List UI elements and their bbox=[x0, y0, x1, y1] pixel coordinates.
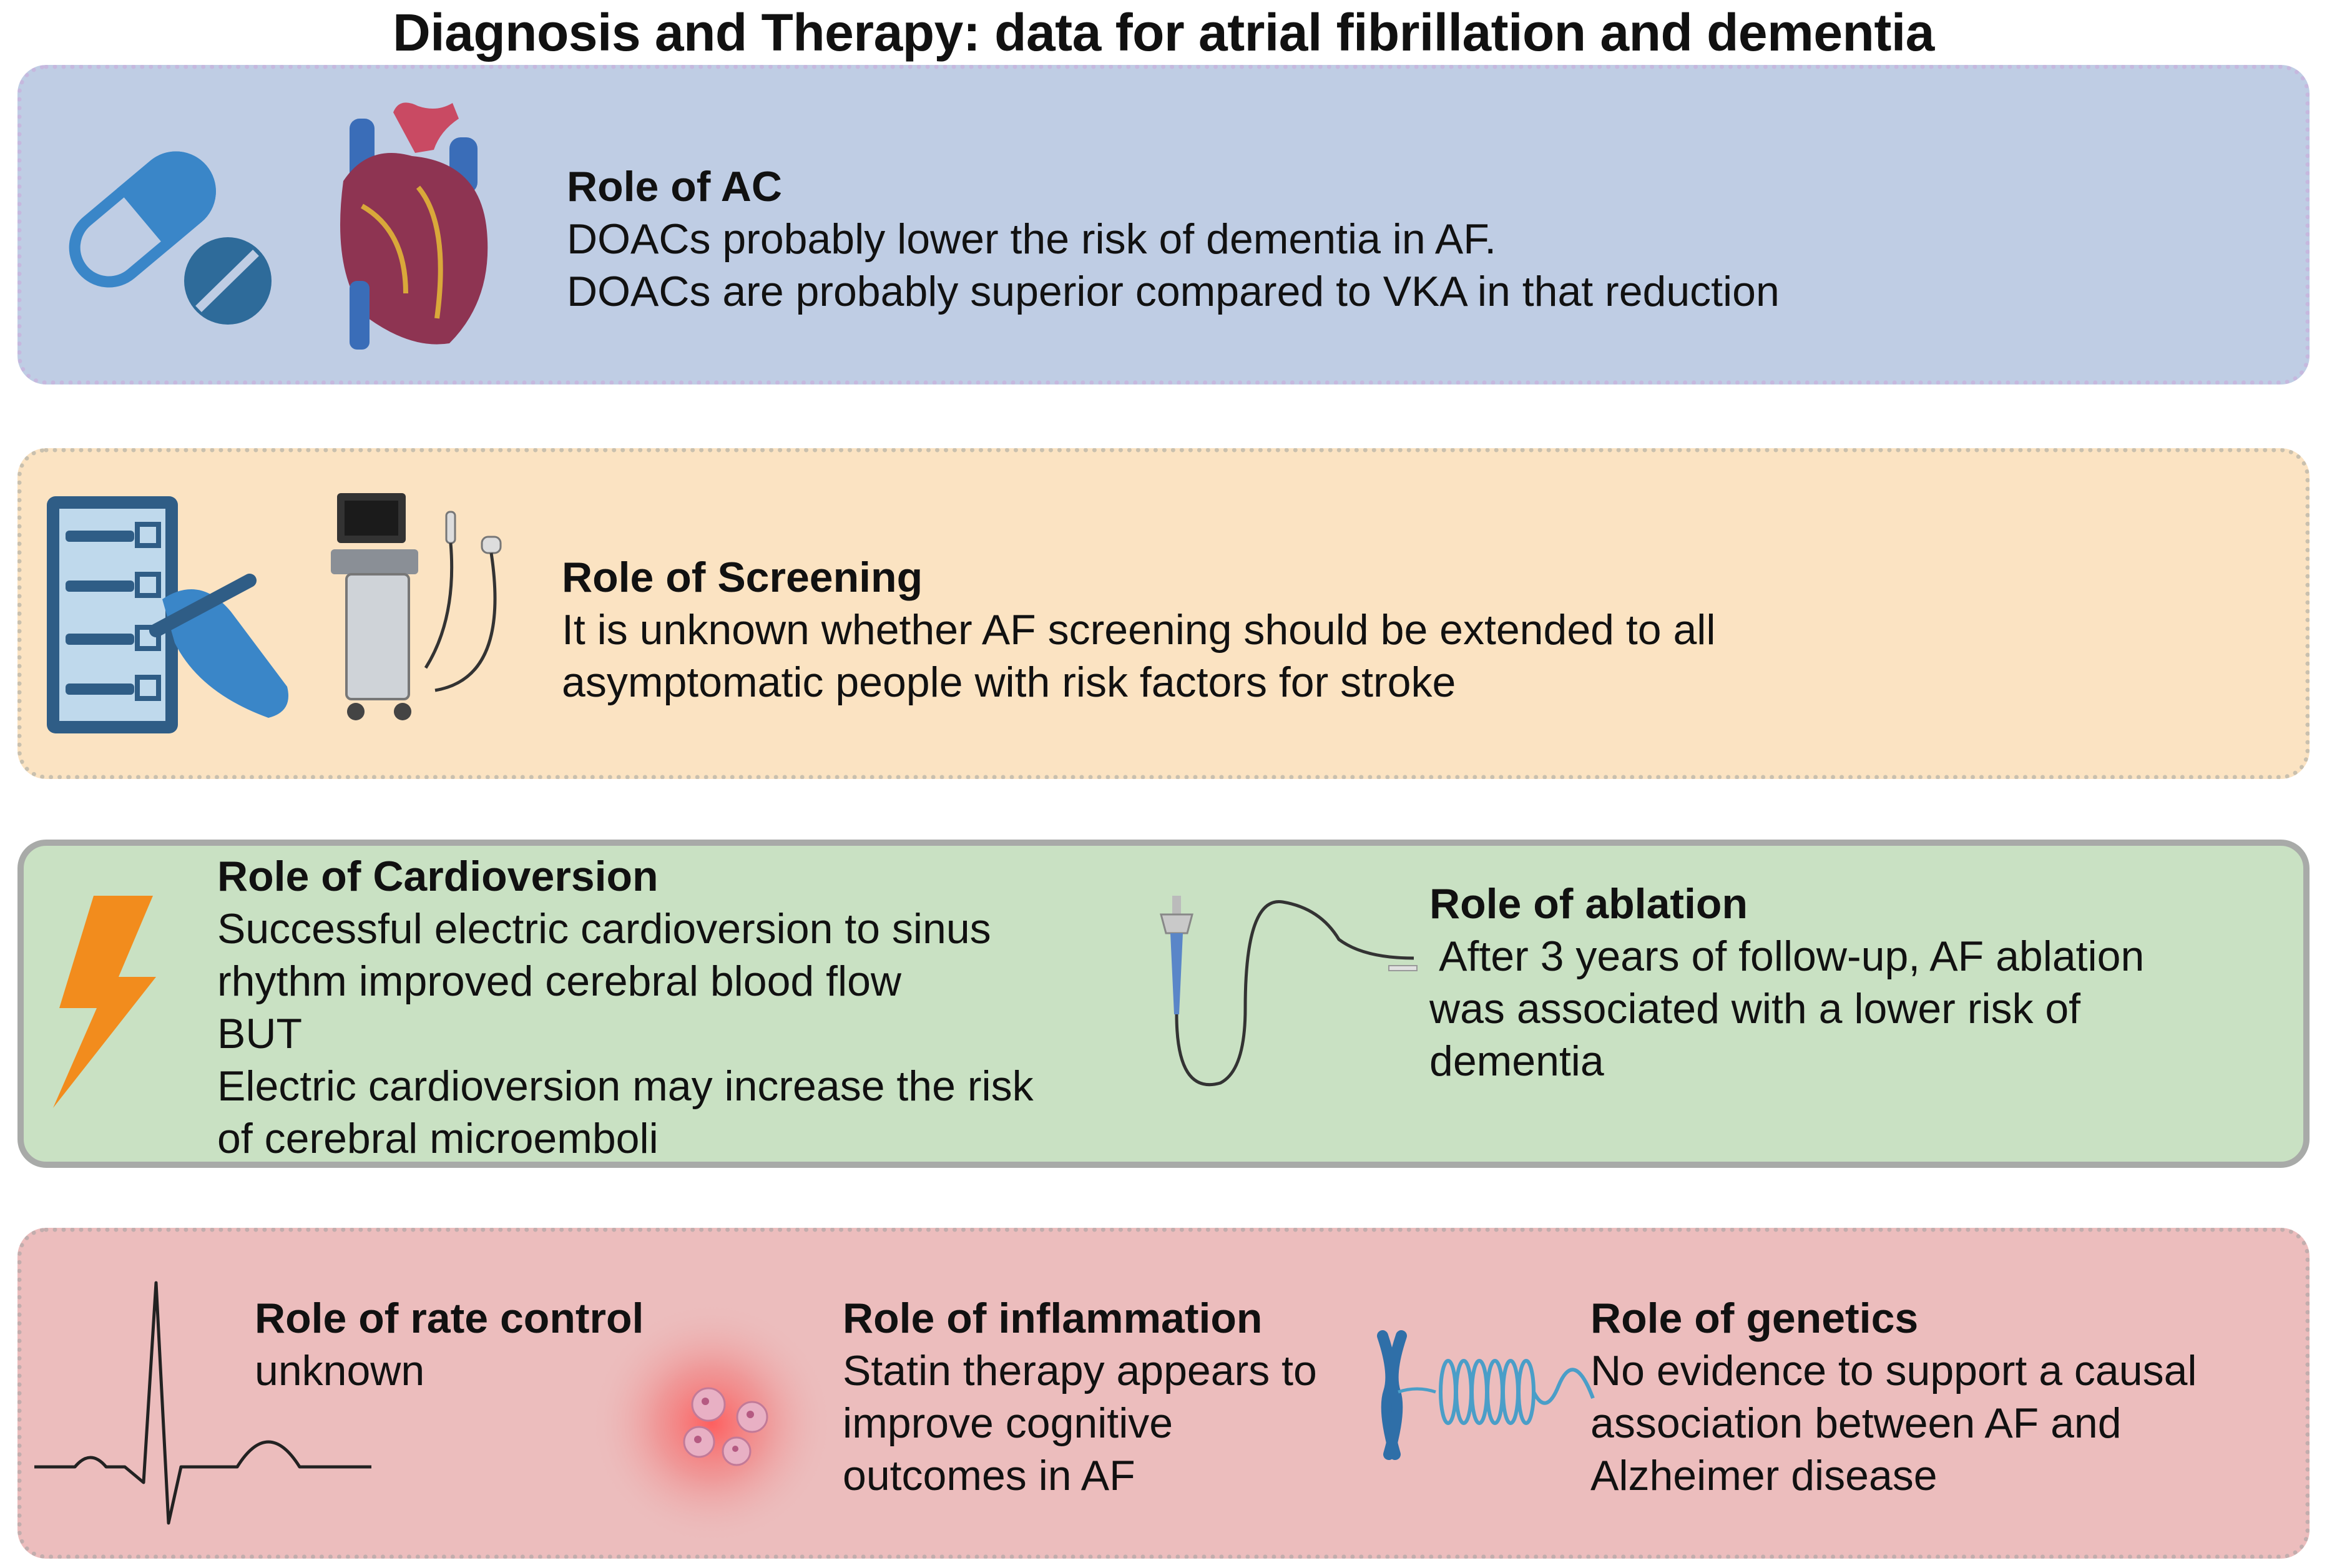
cardioversion-text: Role of Cardioversion Successful electri… bbox=[217, 850, 1034, 1165]
inflammation-line: outcomes in AF bbox=[843, 1452, 1135, 1499]
genetics-line: association between AF and bbox=[1590, 1399, 2122, 1447]
inflammation-line: Statin therapy appears to bbox=[843, 1347, 1317, 1394]
screening-heading: Role of Screening bbox=[562, 554, 923, 601]
page-title: Diagnosis and Therapy: data for atrial f… bbox=[393, 3, 1934, 62]
screening-line: It is unknown whether AF screening shoul… bbox=[562, 606, 1716, 654]
genetics-heading: Role of genetics bbox=[1590, 1295, 1919, 1342]
ac-heading: Role of AC bbox=[567, 163, 783, 210]
screening-line: asymptomatic people with risk factors fo… bbox=[562, 659, 1456, 706]
genetics-line: No evidence to support a causal bbox=[1590, 1347, 2197, 1394]
cardioversion-line: rhythm improved cerebral blood flow bbox=[217, 958, 902, 1005]
screening-text: Role of Screening It is unknown whether … bbox=[562, 551, 1715, 708]
rate-control-text: Role of rate control unknown bbox=[255, 1292, 644, 1397]
pill-icon bbox=[69, 151, 272, 325]
ablation-text: Role of ablation After 3 years of follow… bbox=[1429, 878, 2144, 1087]
ecg-trace-icon bbox=[34, 1281, 371, 1525]
ultrasound-machine-icon bbox=[331, 493, 502, 720]
cardioversion-line: BUT bbox=[217, 1010, 302, 1057]
cardioversion-line: of cerebral microemboli bbox=[217, 1115, 659, 1162]
ablation-heading: Role of ablation bbox=[1429, 880, 1748, 928]
ac-line: DOACs probably lower the risk of dementi… bbox=[567, 215, 1497, 263]
lightning-bolt-icon bbox=[53, 896, 156, 1108]
inflammation-line: improve cognitive bbox=[843, 1399, 1173, 1447]
cardioversion-heading: Role of Cardioversion bbox=[217, 853, 659, 900]
inflamed-cells-icon bbox=[590, 1301, 833, 1545]
chromosome-dna-icon bbox=[1377, 1330, 1595, 1460]
ablation-line: After 3 years of follow-up, AF ablation bbox=[1429, 933, 2145, 980]
ablation-line: was associated with a lower risk of bbox=[1429, 985, 2081, 1032]
heart-icon bbox=[340, 102, 488, 350]
cardioversion-line: Electric cardioversion may increase the … bbox=[217, 1062, 1034, 1110]
panel-cardioversion bbox=[17, 840, 2310, 1168]
genetics-line: Alzheimer disease bbox=[1590, 1452, 1938, 1499]
ac-line: DOACs are probably superior compared to … bbox=[567, 268, 1780, 315]
ac-text: Role of AC DOACs probably lower the risk… bbox=[567, 160, 1780, 318]
panel-rate-inflammation-genetics bbox=[17, 1228, 2310, 1559]
cardioversion-line: Successful electric cardioversion to sin… bbox=[217, 905, 991, 953]
genetics-text: Role of genetics No evidence to support … bbox=[1590, 1292, 2197, 1502]
rate-control-line: unknown bbox=[255, 1347, 425, 1394]
rate-control-heading: Role of rate control bbox=[255, 1295, 644, 1342]
checklist-icon bbox=[47, 496, 288, 733]
inflammation-heading: Role of inflammation bbox=[843, 1295, 1263, 1342]
ablation-catheter-icon bbox=[1160, 896, 1418, 1087]
ablation-line: dementia bbox=[1429, 1037, 1604, 1085]
inflammation-text: Role of inflammation Statin therapy appe… bbox=[843, 1292, 1317, 1502]
